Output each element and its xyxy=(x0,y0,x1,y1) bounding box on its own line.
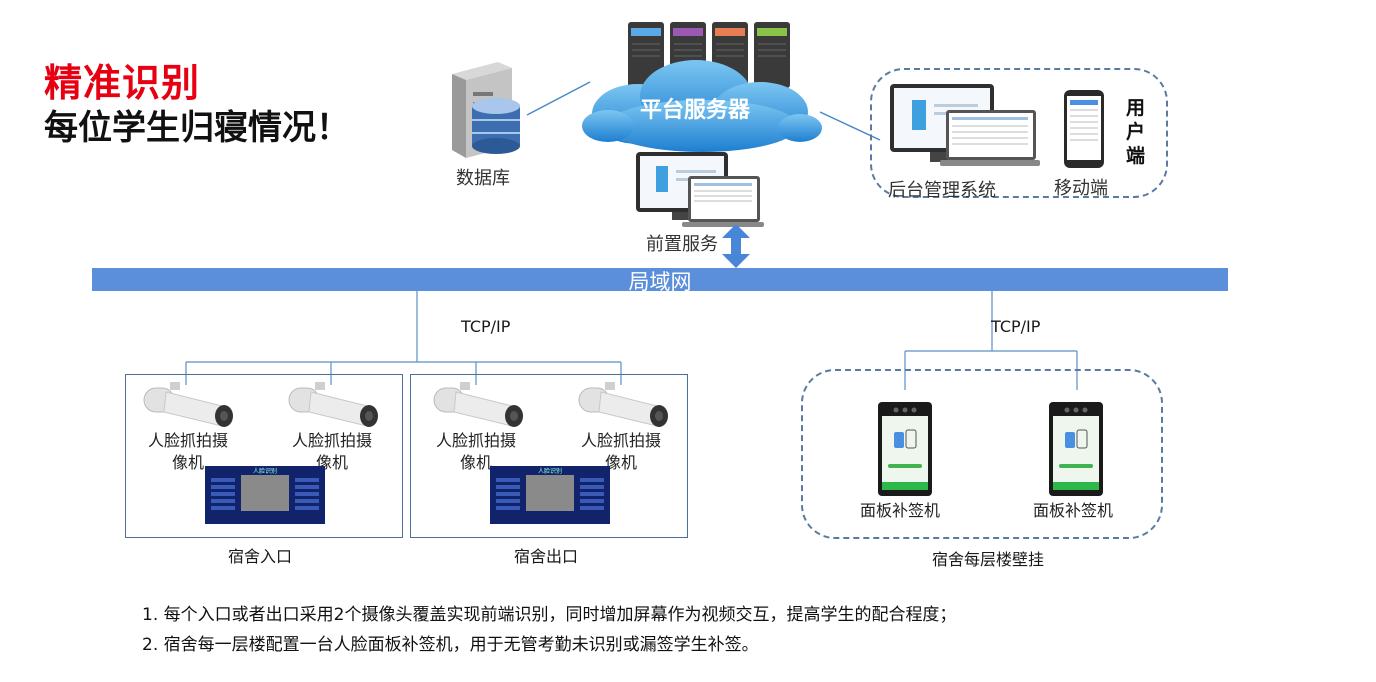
note-2: 2. 宿舍每一层楼配置一台人脸面板补签机，用于无管考勤未识别或漏签学生补签。 xyxy=(142,635,759,655)
user-side-label: 用户端 xyxy=(1126,97,1146,167)
floor-zone xyxy=(801,369,1163,539)
double-arrow-icon xyxy=(722,224,750,268)
entrance-screen-title: 人脸识别 xyxy=(252,468,277,475)
exit-screen: 人脸识别 xyxy=(490,466,610,524)
exit-camera-1-label: 人脸抓拍摄 像机 xyxy=(435,431,516,472)
title-sub: 每位学生归寝情况！ xyxy=(44,108,350,148)
exit-screen-title: 人脸识别 xyxy=(537,468,562,475)
panel-device-2-label: 面板补签机 xyxy=(1033,501,1114,520)
lan-bus: 局域网 xyxy=(92,268,1228,294)
tcpip-label-left: TCP/IP xyxy=(461,317,511,336)
entrance-label: 宿舍入口 xyxy=(228,547,293,566)
exit-camera-2-label: 人脸抓拍摄 像机 xyxy=(580,431,661,472)
note-1: 1. 每个入口或者出口采用2个摄像头覆盖实现前端识别，同时增加屏幕作为视频交互，… xyxy=(142,605,957,625)
cloud-icon xyxy=(582,60,822,152)
face-camera-icon xyxy=(433,382,523,427)
entrance-screen: 人脸识别 xyxy=(205,466,325,524)
front-service-label: 前置服务 xyxy=(646,234,718,255)
tcpip-label-right: TCP/IP xyxy=(991,317,1041,336)
panel-device-1-label: 面板补签机 xyxy=(860,501,941,520)
backend-system-label: 后台管理系统 xyxy=(888,180,996,201)
entrance-zone xyxy=(125,374,403,538)
face-camera-icon xyxy=(578,382,668,427)
mobile-phone-icon xyxy=(1064,90,1104,168)
floor-zone-label: 宿舍每层楼壁挂 xyxy=(932,550,1045,569)
front-service-computer-icon xyxy=(636,152,764,227)
face-camera-icon xyxy=(288,382,378,427)
title-main: 精准识别 xyxy=(44,61,201,105)
mobile-label: 移动端 xyxy=(1054,178,1108,199)
exit-label: 宿舍出口 xyxy=(514,547,579,566)
user-side-box xyxy=(870,68,1168,198)
exit-zone xyxy=(410,374,688,538)
database-icon xyxy=(452,62,520,158)
face-camera-icon xyxy=(143,382,233,427)
database-label: 数据库 xyxy=(456,168,510,189)
lan-label: 局域网 xyxy=(628,270,692,294)
server-rack-icon xyxy=(628,22,790,88)
entrance-camera-1-label: 人脸抓拍摄 像机 xyxy=(147,431,228,472)
platform-server-label: 平台服务器 xyxy=(640,98,751,123)
face-panel-device-icon xyxy=(1049,402,1103,496)
backend-computer-icon xyxy=(890,84,1040,166)
face-panel-device-icon xyxy=(878,402,932,496)
